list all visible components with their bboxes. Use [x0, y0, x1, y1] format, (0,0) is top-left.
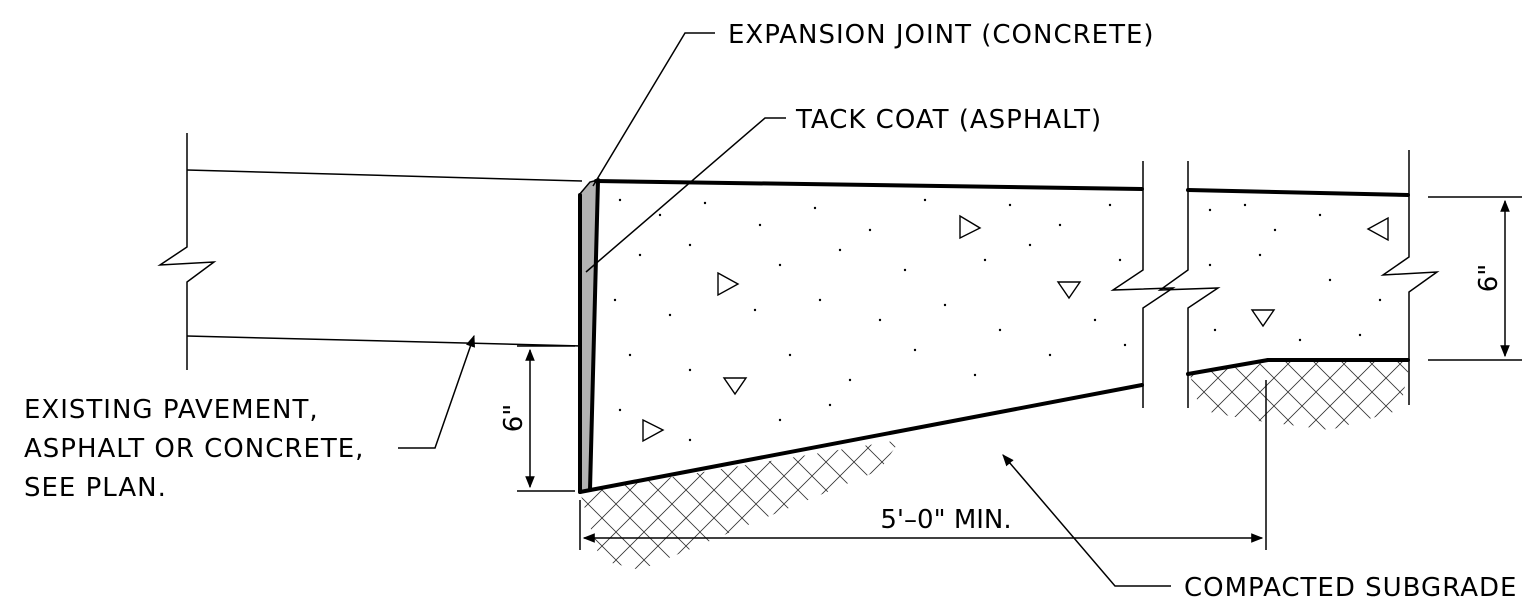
left-depth-dimension: 6"	[499, 345, 575, 492]
right-depth-dimension: 6"	[1428, 196, 1522, 361]
aggregate-symbols	[642, 214, 1389, 443]
subgrade-hatch	[580, 362, 1410, 570]
concrete-slab	[578, 150, 1440, 494]
aggregate-triangle	[959, 214, 982, 240]
concrete-stipple	[613, 198, 1382, 442]
expansion-joint	[578, 178, 600, 494]
aggregate-triangle	[722, 377, 748, 396]
existing-pavement	[157, 133, 583, 370]
existing-pavement-label-line1: EXISTING PAVEMENT,	[24, 395, 319, 425]
existing-pavement-label-line3: SEE PLAN.	[24, 473, 167, 503]
left-depth-label: 6"	[499, 404, 529, 433]
aggregate-triangle	[642, 418, 665, 443]
aggregate-triangle	[1056, 281, 1082, 300]
existing-pavement-label-line2: ASPHALT OR CONCRETE,	[24, 434, 364, 464]
aggregate-triangle	[1250, 309, 1276, 328]
right-depth-label: 6"	[1474, 264, 1504, 293]
tack-coat-label: TACK COAT (ASPHALT)	[795, 105, 1102, 135]
leaders	[398, 32, 1171, 587]
width-dimension: 5'–0" MIN.	[579, 380, 1267, 550]
compacted-subgrade-label: COMPACTED SUBGRADE	[1184, 573, 1517, 600]
width-label: 5'–0" MIN.	[880, 505, 1011, 535]
expansion-joint-label: EXPANSION JOINT (CONCRETE)	[728, 20, 1155, 50]
aggregate-triangle	[717, 271, 740, 297]
aggregate-triangle	[1366, 216, 1389, 242]
